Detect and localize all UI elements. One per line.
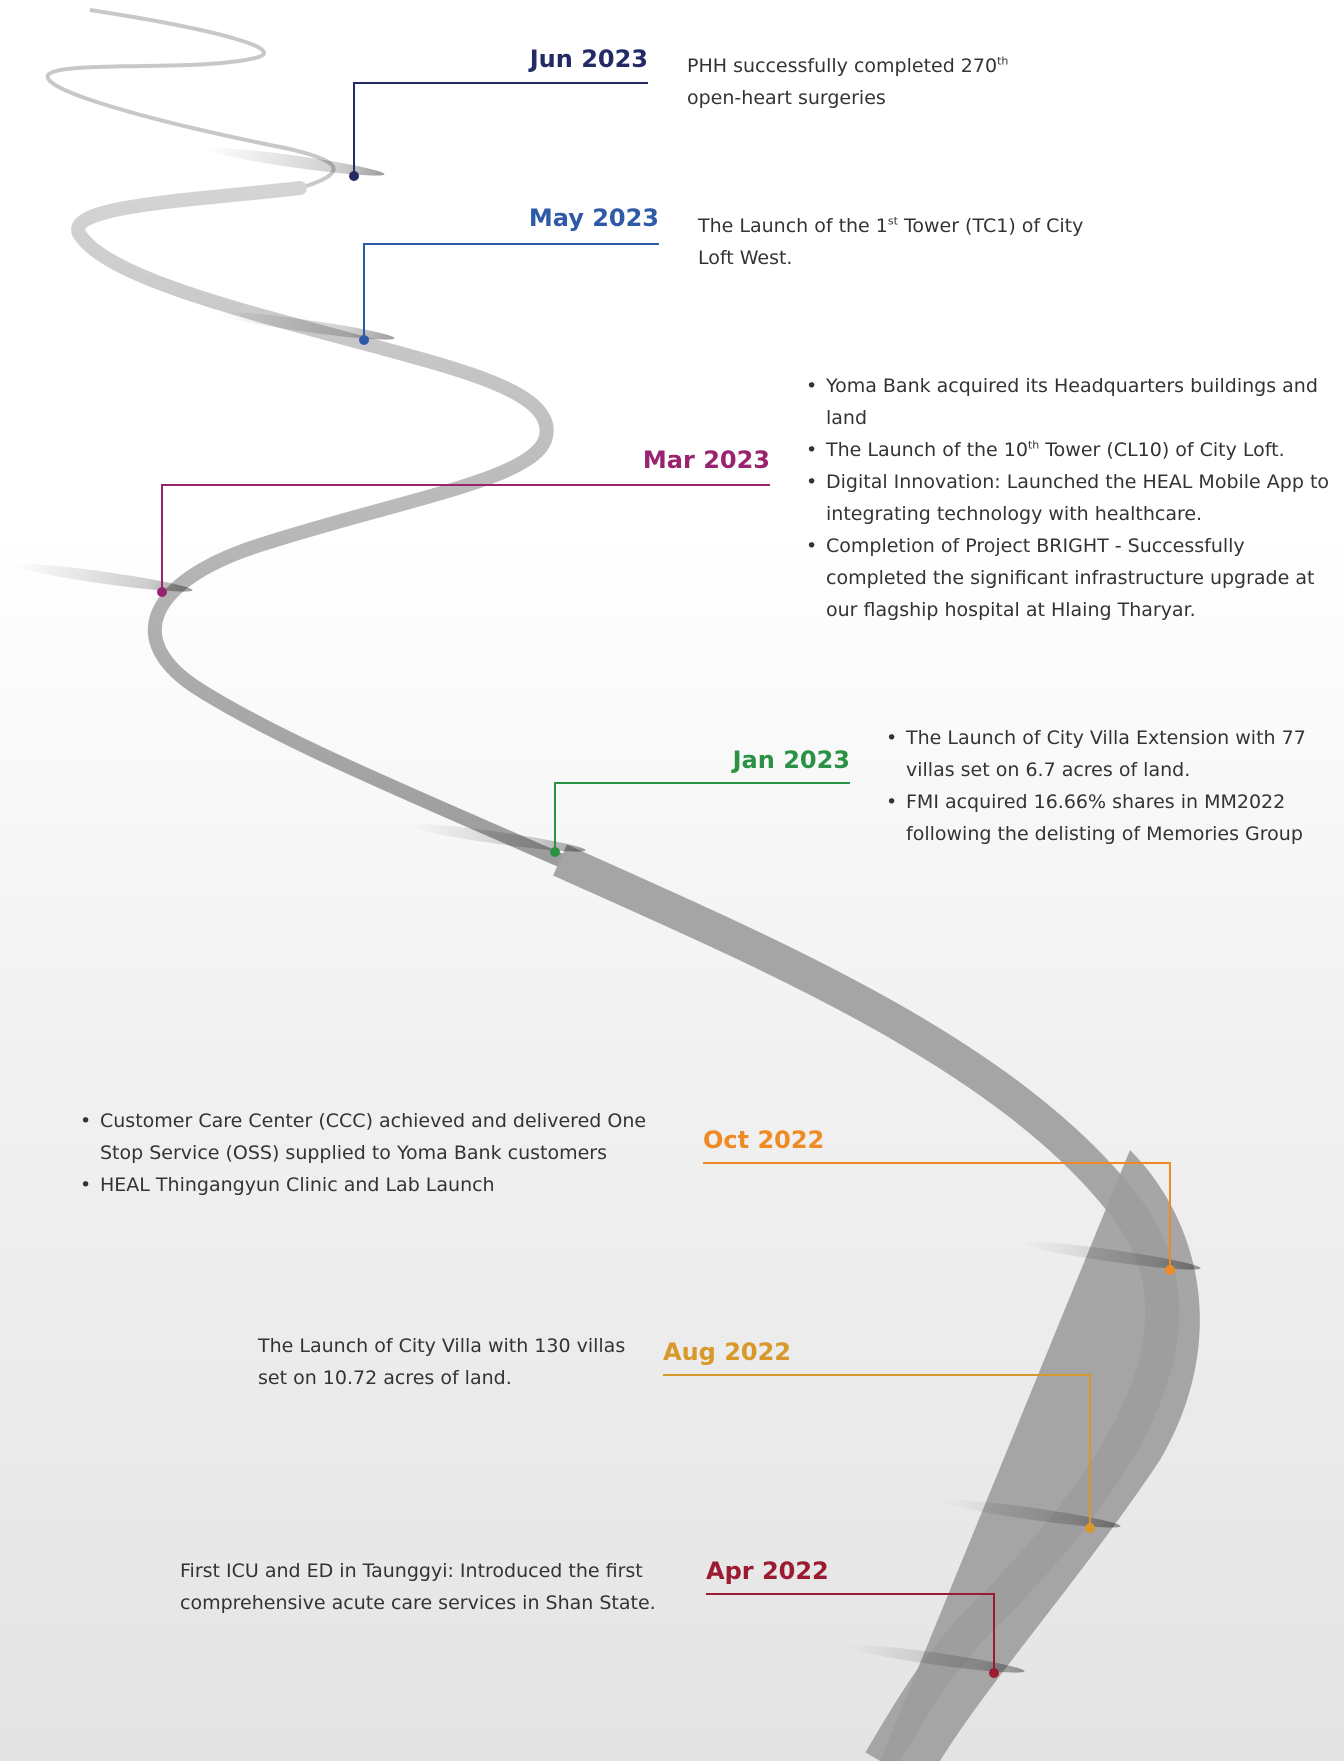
road-shadow (216, 311, 395, 340)
milestone-date: Jun 2023 (529, 45, 648, 73)
milestone-date: Aug 2022 (663, 1338, 791, 1366)
milestone-description: The Launch of City Villa with 130 villas… (258, 1335, 626, 1389)
milestone-bullet-list: The Launch of City Villa Extension with … (886, 722, 1336, 850)
milestone-date: Apr 2022 (706, 1557, 829, 1585)
road-shadow (14, 563, 193, 592)
road-body-upper (71, 181, 567, 867)
milestone-date: Oct 2022 (703, 1126, 825, 1154)
superscript: th (1027, 438, 1040, 452)
connector-line (353, 82, 648, 176)
milestone-date: Jan 2023 (732, 746, 850, 774)
road-widening (880, 1150, 1200, 1761)
milestone-bullet: Customer Care Center (CCC) achieved and … (80, 1105, 680, 1169)
road-ribbon-top (45, 8, 336, 190)
milestone-description: PHH successfully completed 270th open-he… (687, 54, 1009, 109)
milestone-description: The Launch of City Villa Extension with … (886, 722, 1336, 850)
milestone-description: The Launch of the 1st Tower (TC1) of Cit… (698, 214, 1084, 269)
connector-line (554, 782, 850, 852)
connector-line (706, 1593, 995, 1673)
milestone-description: Yoma Bank acquired its Headquarters buil… (806, 370, 1341, 626)
road-shadow (846, 1644, 1025, 1673)
connectors (157, 82, 1175, 1678)
superscript: st (887, 214, 898, 228)
road-shadow (407, 823, 586, 852)
milestone-description: First ICU and ED in Taunggyi: Introduced… (180, 1560, 656, 1614)
milestone-date: Mar 2023 (642, 446, 770, 474)
connector-line (161, 484, 770, 592)
milestone-description: Customer Care Center (CCC) achieved and … (80, 1105, 680, 1201)
milestone-dot (349, 171, 359, 181)
connector-line (363, 243, 659, 340)
road-shadow (206, 147, 385, 176)
milestone-dot (989, 1668, 999, 1678)
road-shadows (14, 147, 1201, 1673)
milestone-bullet: Completion of Project BRIGHT - Successfu… (806, 530, 1341, 626)
milestone-dot (1085, 1523, 1095, 1533)
milestone-bullet: The Launch of the 10th Tower (CL10) of C… (806, 434, 1341, 466)
connector-line (663, 1374, 1091, 1528)
milestone-date: May 2023 (528, 204, 659, 232)
milestone-bullet: The Launch of City Villa Extension with … (886, 722, 1336, 786)
milestone-bullet: HEAL Thingangyun Clinic and Lab Launch (80, 1169, 680, 1201)
milestone-dot (550, 847, 560, 857)
milestone-bullet-list: Yoma Bank acquired its Headquarters buil… (806, 370, 1341, 626)
milestone-bullet: Yoma Bank acquired its Headquarters buil… (806, 370, 1341, 434)
road-shadow (1022, 1241, 1201, 1270)
milestone-dot (359, 335, 369, 345)
milestone-bullet: FMI acquired 16.66% shares in MM2022 fol… (886, 786, 1336, 850)
milestone-bullet-list: Customer Care Center (CCC) achieved and … (80, 1105, 680, 1201)
milestone-bullet: Digital Innovation: Launched the HEAL Mo… (806, 466, 1341, 530)
superscript: th (997, 54, 1009, 68)
milestone-dot (157, 587, 167, 597)
milestone-dot (1165, 1265, 1175, 1275)
connector-line (703, 1162, 1171, 1270)
road-shadow (942, 1499, 1121, 1528)
